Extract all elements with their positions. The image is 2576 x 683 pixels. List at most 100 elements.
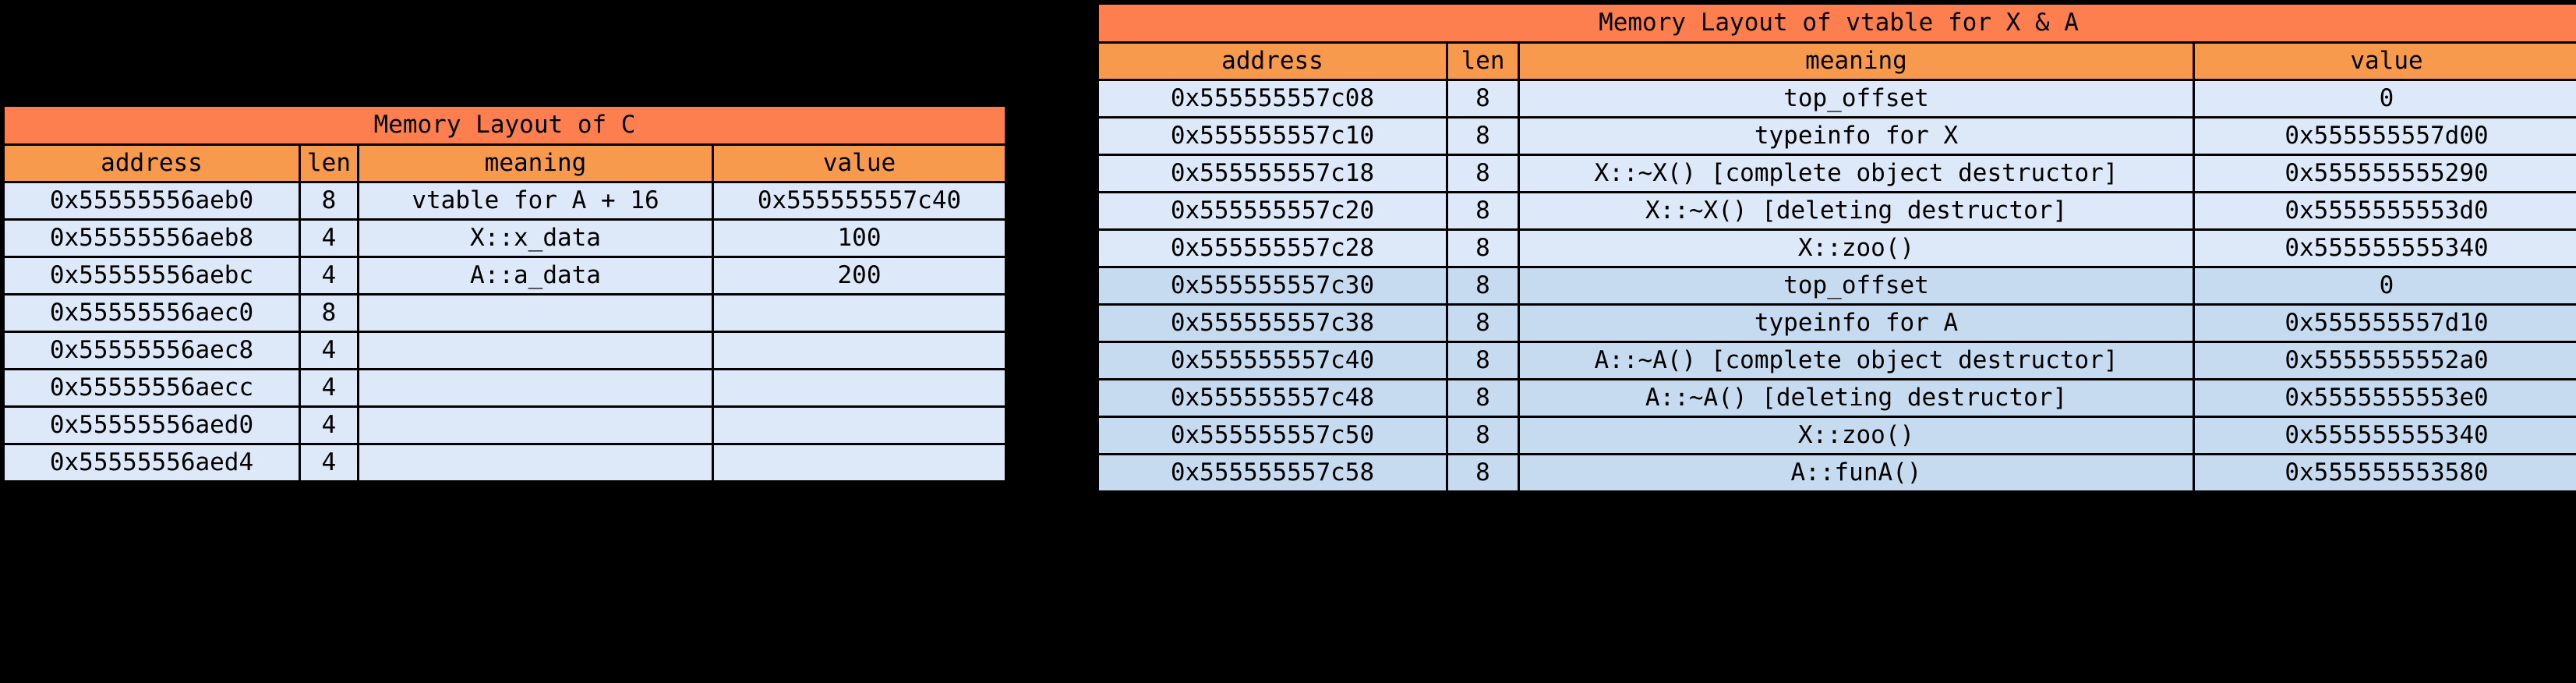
cell-meaning: top_offset (1518, 79, 2195, 119)
cell-meaning (357, 293, 714, 333)
cell-value: 0x555555553580 (2192, 453, 2576, 493)
cell-len: 8 (299, 293, 359, 333)
cell-value (711, 443, 1008, 483)
cell-address: 0x555555557c18 (1097, 154, 1448, 193)
cell-len: 4 (299, 443, 359, 483)
cell-value: 0x555555557c40 (711, 181, 1008, 221)
right-column-header-address: address (1097, 41, 1448, 81)
cell-value: 100 (711, 218, 1008, 258)
cell-value: 200 (711, 256, 1008, 295)
right-table-header-row: address len meaning value (1097, 41, 2576, 81)
cell-meaning: vtable for A + 16 (357, 181, 714, 221)
left-table-header-row: address len meaning value (2, 143, 1008, 183)
left-column-header-meaning: meaning (357, 143, 714, 183)
cell-meaning: typeinfo for X (1518, 116, 2195, 156)
cell-value: 0x5555555552a0 (2192, 341, 2576, 380)
cell-len: 8 (1446, 116, 1520, 156)
left-column-header-value: value (711, 143, 1008, 183)
table-row: 0x55555556aecc 4 (2, 368, 1008, 408)
cell-len: 8 (1446, 341, 1520, 380)
cell-meaning: X::~X() [complete object destructor] (1518, 154, 2195, 193)
right-column-header-value: value (2192, 41, 2576, 81)
cell-meaning: X::zoo() (1518, 228, 2195, 268)
cell-value: 0x555555555340 (2192, 228, 2576, 268)
cell-address: 0x55555556aec0 (2, 293, 301, 333)
cell-address: 0x555555557c08 (1097, 79, 1448, 119)
cell-address: 0x55555556aec8 (2, 331, 301, 370)
table-row: 0x55555556aed0 4 (2, 405, 1008, 445)
cell-address: 0x555555557c58 (1097, 453, 1448, 493)
table-row: 0x55555556aed4 4 (2, 443, 1008, 483)
left-table-title: Memory Layout of C (2, 104, 1008, 146)
cell-len: 4 (299, 256, 359, 295)
cell-len: 4 (299, 218, 359, 258)
memory-layout-vtable-table: Memory Layout of vtable for X & A addres… (1096, 2, 2576, 493)
cell-value: 0 (2192, 79, 2576, 119)
table-row: 0x555555557c10 8 typeinfo for X 0x555555… (1097, 116, 2576, 156)
right-column-header-meaning: meaning (1518, 41, 2195, 81)
cell-value (711, 405, 1008, 445)
cell-len: 8 (1446, 79, 1520, 119)
memory-layout-c-table-container: Memory Layout of C address len meaning v… (0, 102, 1008, 485)
memory-layout-vtable-table-container: Memory Layout of vtable for X & A addres… (1094, 0, 2576, 495)
cell-len: 8 (1446, 228, 1520, 268)
cell-meaning: A::a_data (357, 256, 714, 295)
left-column-header-address: address (2, 143, 301, 183)
cell-address: 0x555555557c40 (1097, 341, 1448, 380)
cell-len: 8 (1446, 453, 1520, 493)
cell-len: 8 (1446, 416, 1520, 455)
cell-value: 0x5555555553d0 (2192, 191, 2576, 231)
cell-value: 0x5555555553e0 (2192, 378, 2576, 418)
left-table-body: Memory Layout of C address len meaning v… (2, 104, 1008, 483)
cell-meaning: top_offset (1518, 266, 2195, 306)
right-table-title: Memory Layout of vtable for X & A (1096, 2, 2576, 44)
cell-value: 0x555555557d10 (2192, 303, 2576, 343)
table-row: 0x55555556aec8 4 (2, 331, 1008, 370)
right-table-title-row: Memory Layout of vtable for X & A (1096, 2, 2576, 44)
cell-len: 4 (299, 331, 359, 370)
cell-value: 0x555555555290 (2192, 154, 2576, 193)
cell-len: 8 (1446, 191, 1520, 231)
cell-address: 0x55555556aeb0 (2, 181, 301, 221)
cell-address: 0x555555557c10 (1097, 116, 1448, 156)
cell-address: 0x55555556aeb8 (2, 218, 301, 258)
right-table-body: Memory Layout of vtable for X & A addres… (1096, 2, 2576, 493)
cell-address: 0x555555557c48 (1097, 378, 1448, 418)
cell-meaning: X::x_data (357, 218, 714, 258)
table-row: 0x55555556aec0 8 (2, 293, 1008, 333)
table-row: 0x555555557c20 8 X::~X() [deleting destr… (1097, 191, 2576, 231)
cell-meaning (357, 368, 714, 408)
table-row: 0x555555557c58 8 A::funA() 0x55555555358… (1097, 453, 2576, 493)
cell-meaning: X::zoo() (1518, 416, 2195, 455)
cell-meaning (357, 331, 714, 370)
table-row: 0x55555556aeb8 4 X::x_data 100 (2, 218, 1008, 258)
cell-address: 0x555555557c50 (1097, 416, 1448, 455)
cell-value: 0 (2192, 266, 2576, 306)
table-row: 0x555555557c48 8 A::~A() [deleting destr… (1097, 378, 2576, 418)
table-row: 0x555555557c30 8 top_offset 0 (1097, 266, 2576, 306)
left-column-header-len: len (299, 143, 359, 183)
cell-meaning (357, 405, 714, 445)
cell-address: 0x555555557c30 (1097, 266, 1448, 306)
table-row: 0x55555556aeb0 8 vtable for A + 16 0x555… (2, 181, 1008, 221)
memory-layout-c-table: Memory Layout of C address len meaning v… (2, 104, 1008, 483)
cell-len: 4 (299, 368, 359, 408)
table-row: 0x555555557c40 8 A::~A() [complete objec… (1097, 341, 2576, 380)
cell-value (711, 331, 1008, 370)
table-row: 0x555555557c18 8 X::~X() [complete objec… (1097, 154, 2576, 193)
cell-address: 0x555555557c38 (1097, 303, 1448, 343)
table-row: 0x555555557c38 8 typeinfo for A 0x555555… (1097, 303, 2576, 343)
cell-value (711, 293, 1008, 333)
cell-meaning: typeinfo for A (1518, 303, 2195, 343)
cell-meaning: A::~A() [complete object destructor] (1518, 341, 2195, 380)
right-column-header-len: len (1446, 41, 1520, 81)
table-row: 0x555555557c08 8 top_offset 0 (1097, 79, 2576, 119)
cell-address: 0x55555556aebc (2, 256, 301, 295)
cell-meaning: A::~A() [deleting destructor] (1518, 378, 2195, 418)
table-row: 0x55555556aebc 4 A::a_data 200 (2, 256, 1008, 295)
cell-len: 4 (299, 405, 359, 445)
cell-meaning: X::~X() [deleting destructor] (1518, 191, 2195, 231)
cell-len: 8 (1446, 303, 1520, 343)
cell-value (711, 368, 1008, 408)
cell-value: 0x555555555340 (2192, 416, 2576, 455)
